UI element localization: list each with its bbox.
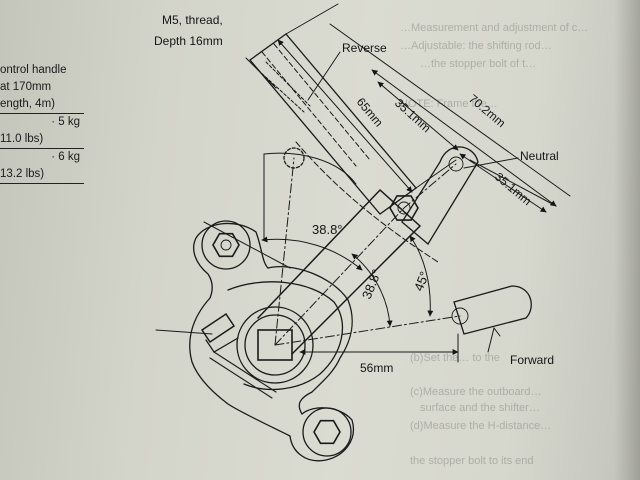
spec-row: ontrol handle — [0, 64, 67, 76]
label-35-1-lower: 35.1mm — [492, 170, 534, 209]
clamp-bracket — [200, 312, 236, 344]
spec-row: 13.2 lbs) — [0, 166, 84, 184]
leader-thread — [245, 57, 277, 89]
label-reverse: Reverse — [342, 41, 387, 55]
bg-text: (c)Measure the outboard… — [410, 386, 542, 398]
label-depth: Depth 16mm — [154, 34, 223, 48]
bg-text: surface and the shifter… — [420, 402, 540, 414]
bg-text: …Adjustable: the shifting rod… — [400, 40, 552, 52]
shaft-hub-outer — [236, 306, 314, 384]
label-56mm: 56mm — [360, 361, 393, 375]
angle-arc-38-8-lower — [351, 253, 393, 327]
forward-slot — [453, 285, 532, 335]
spec-row: ength, 4m) — [0, 96, 84, 114]
angle-arc-38-8-upper — [261, 236, 363, 271]
page-edge-shadow — [614, 0, 640, 480]
bg-text: the stopper bolt to its end — [410, 455, 534, 467]
shaft-hub-inner — [244, 314, 306, 376]
bg-text: (b)Set the… to the — [410, 352, 500, 364]
label-neutral: Neutral — [520, 149, 559, 163]
spec-row: · 6 kg — [51, 151, 80, 163]
label-forward: Forward — [510, 353, 554, 367]
bg-text: (d)Measure the H-distance… — [410, 420, 552, 432]
lever-upper-block — [249, 33, 417, 215]
leader-forward — [487, 326, 501, 353]
spec-row: 11.0 lbs) — [0, 131, 84, 149]
bg-text: …Measurement and adjustment of c… — [400, 22, 589, 34]
spec-row: at 170mm — [0, 81, 52, 93]
housing-outline — [189, 222, 354, 462]
dim-line-35-b — [459, 153, 547, 213]
bg-text: …the stopper bolt of t… — [420, 58, 537, 70]
bolt-head-bottom — [313, 419, 341, 445]
spec-table: ontrol handle at 170mm ength, 4m) · 5 kg… — [0, 62, 84, 184]
bolt-boss-top — [201, 220, 251, 270]
label-38-8-lower: 38.8° — [359, 267, 384, 301]
shaft-nut — [257, 329, 293, 361]
label-thread: M5, thread, — [162, 13, 223, 27]
bolt-head-top — [212, 232, 240, 258]
leader-reverse — [307, 51, 341, 101]
label-70-2: 70.2mm — [466, 92, 508, 131]
label-65mm: 65mm — [354, 95, 386, 130]
label-38-8-upper: 38.8° — [312, 222, 343, 237]
label-45: 45° — [411, 269, 432, 293]
angle-arc-45 — [409, 235, 434, 317]
leader-neutral — [463, 157, 519, 169]
bolt-boss-bottom — [302, 407, 352, 457]
label-35-1-upper: 35.1mm — [392, 96, 434, 135]
spec-row: · 5 kg — [51, 116, 80, 128]
neutral-slot — [401, 146, 479, 245]
